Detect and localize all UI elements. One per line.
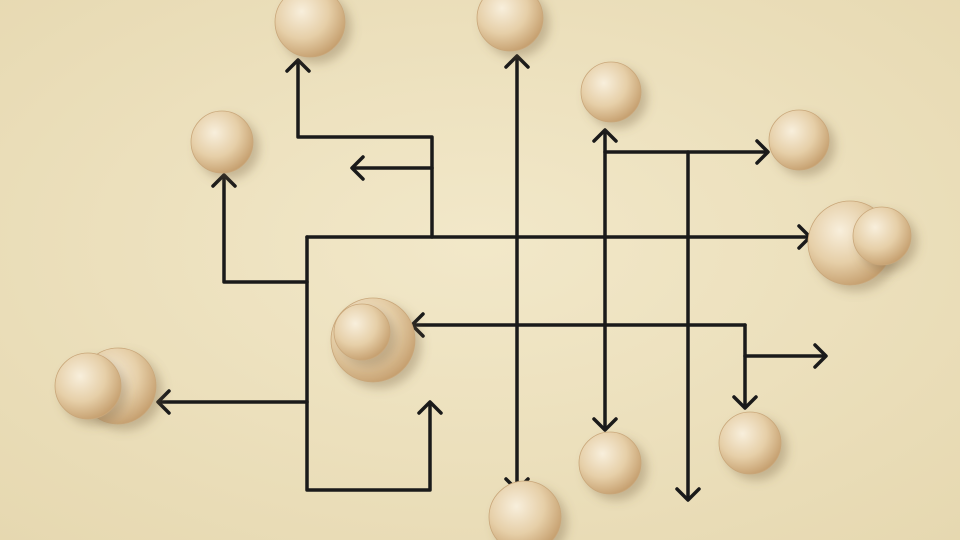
arrow-diagram	[156, 54, 828, 502]
wooden-pegs	[54, 0, 912, 540]
arrowhead-icon	[156, 389, 171, 415]
arrowhead-icon	[504, 54, 530, 69]
wooden-peg	[852, 206, 912, 266]
arrowhead-icon	[417, 400, 443, 415]
arrowhead-icon	[675, 487, 701, 502]
wooden-peg	[476, 0, 544, 52]
arrowhead-icon	[755, 139, 770, 165]
wooden-peg	[333, 303, 391, 361]
arrowhead-icon	[211, 173, 237, 188]
wooden-peg	[718, 411, 782, 475]
wooden-peg	[54, 352, 122, 420]
arrowhead-icon	[592, 128, 618, 143]
arrowhead-icon	[285, 58, 311, 73]
drawn-line	[222, 175, 309, 284]
wooden-peg	[190, 110, 254, 174]
wooden-peg	[580, 61, 642, 123]
wooden-peg	[578, 431, 642, 495]
arrowhead-icon	[813, 343, 828, 369]
wooden-peg	[768, 109, 830, 171]
arrowhead-icon	[350, 155, 365, 181]
arrowhead-icon	[592, 417, 618, 432]
arrowhead-icon	[732, 395, 758, 410]
wooden-peg	[274, 0, 346, 58]
drawn-line	[296, 60, 434, 239]
wooden-peg	[488, 480, 562, 540]
drawn-line	[305, 235, 432, 492]
